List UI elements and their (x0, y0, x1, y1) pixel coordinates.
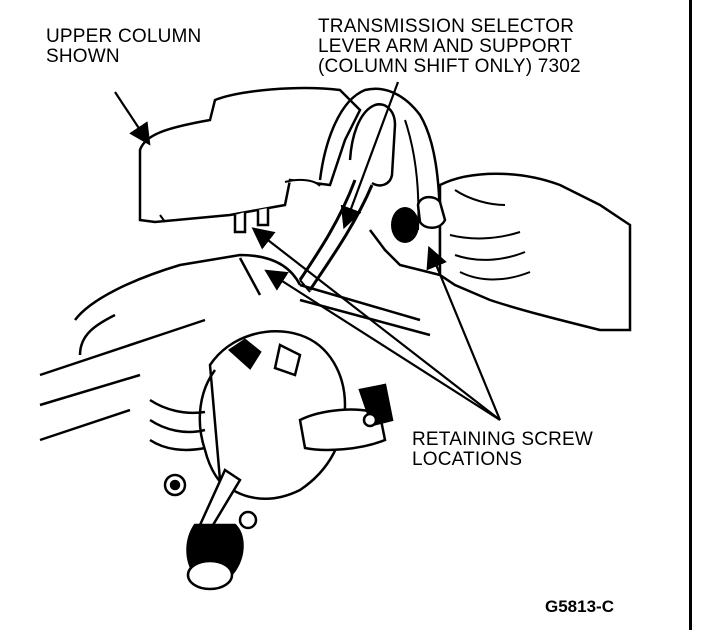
transmission-selector-label: TRANSMISSION SELECTOR LEVER ARM AND SUPP… (318, 17, 581, 77)
column-switch-assembly (149, 330, 394, 530)
turn-signal-stalk (186, 468, 244, 591)
retaining-screw-label-line-1: RETAINING SCREW (412, 429, 594, 450)
upper-column-arrow (114, 91, 151, 146)
leader-lines (114, 81, 502, 421)
figure-id: G5813-C (545, 597, 614, 616)
upper-column-label-line-1: UPPER COLUMN (46, 26, 202, 47)
screw-leader-1 (251, 227, 501, 421)
screw-leader-3 (426, 245, 502, 421)
transmission-selector-label-line-1: TRANSMISSION SELECTOR (318, 16, 575, 37)
transmission-selector-label-line-2: LEVER ARM AND SUPPORT (318, 36, 573, 57)
retaining-screw-label: RETAINING SCREW LOCATIONS (412, 430, 593, 470)
hand (416, 172, 632, 332)
transmission-selector-label-line-3: (COLUMN SHIFT ONLY) 7302 (318, 56, 581, 77)
retaining-screw-label-line-2: LOCATIONS (412, 449, 523, 470)
upper-column-label: UPPER COLUMN SHOWN (46, 27, 201, 67)
lever-arm-arrow (340, 81, 400, 230)
screw-leader-2 (264, 269, 501, 421)
upper-column-shroud (138, 86, 362, 234)
right-border-line (689, 0, 692, 630)
upper-column-label-line-2: SHOWN (46, 46, 120, 67)
